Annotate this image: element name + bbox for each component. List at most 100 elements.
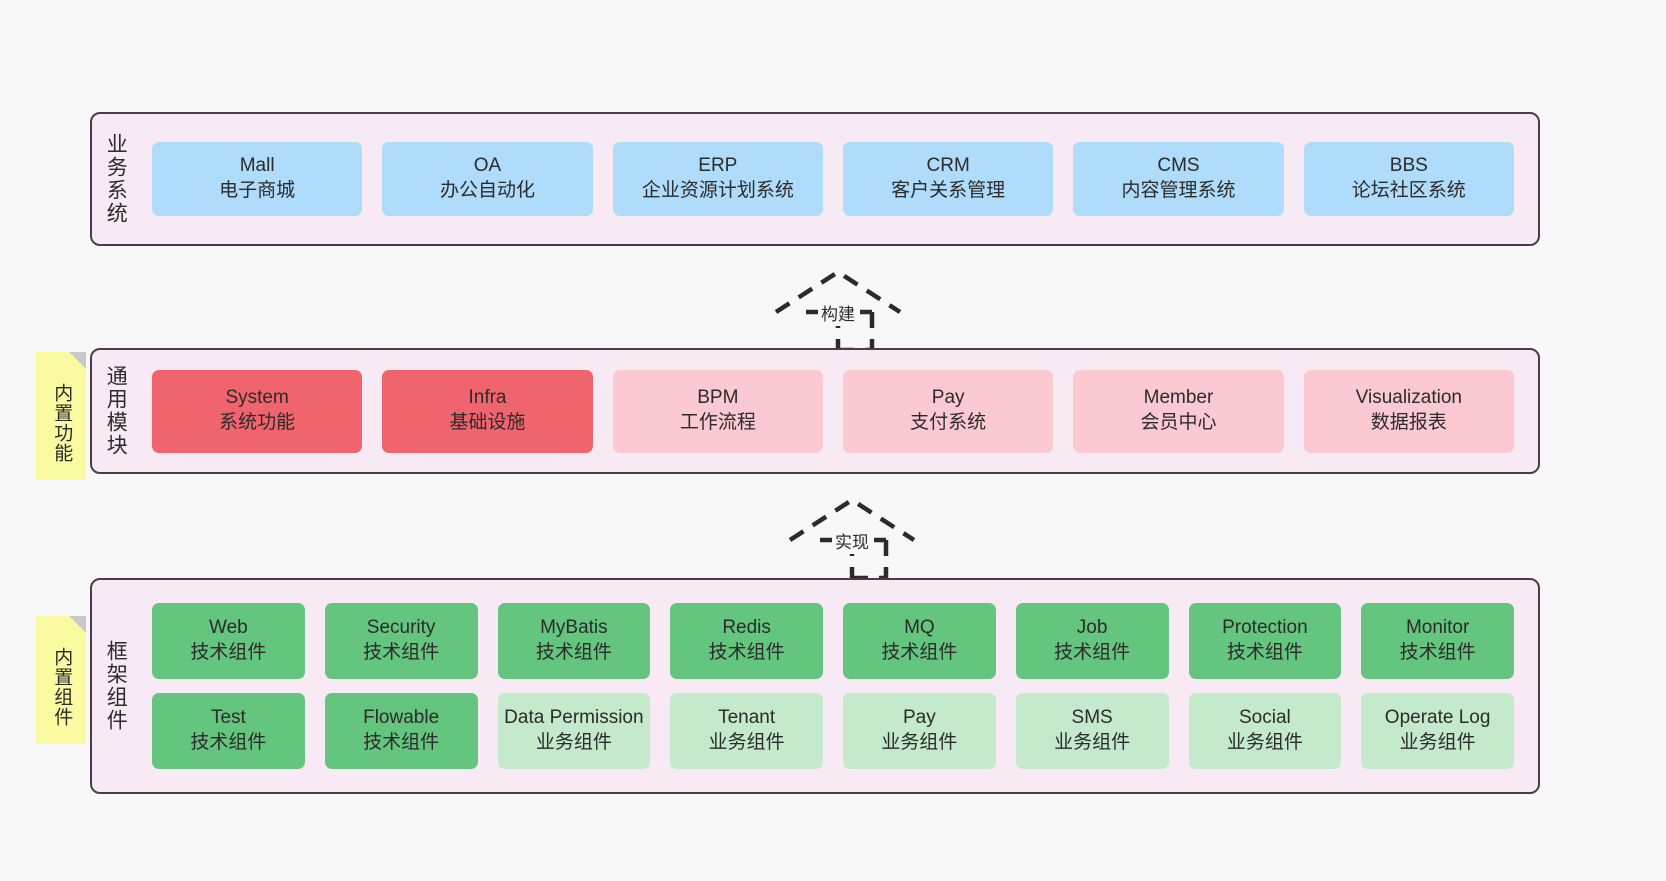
card-tenant-desc: 业务组件 [708,732,785,753]
framework-row-business: Test 技术组件 Flowable 技术组件 Data Permission … [142,693,1524,769]
card-mq-name: MQ [904,617,935,639]
layer-business-system-cards: Mall 电子商城 OA 办公自动化 ERP 企业资源计划系统 CRM 客户关系… [138,114,1538,244]
note-builtin-components: 内置组件 [36,616,86,744]
layer-common-module-cards: System 系统功能 Infra 基础设施 BPM 工作流程 Pay 支付系统… [138,350,1538,472]
card-security-desc: 技术组件 [363,642,440,663]
card-web-desc: 技术组件 [190,642,267,663]
card-pay-module-name: Pay [931,387,965,409]
connector-build-label: 构建 [818,299,858,326]
card-operate-log-name: Operate Log [1384,707,1491,729]
card-infra-name: Infra [468,387,507,409]
card-data-permission[interactable]: Data Permission 业务组件 [497,693,651,769]
note-fold-corner-icon [69,352,86,369]
card-job-desc: 技术组件 [1054,642,1131,663]
card-oa-desc: 办公自动化 [439,180,535,201]
card-erp-name: ERP [698,155,738,177]
card-web[interactable]: Web 技术组件 [152,603,305,679]
card-bbs-desc: 论坛社区系统 [1351,180,1466,201]
card-social[interactable]: Social 业务组件 [1188,693,1342,769]
connector-build: 构建 [760,262,940,353]
note-builtin-features: 内置功能 [36,352,86,480]
card-operate-log[interactable]: Operate Log 业务组件 [1361,693,1514,769]
card-security-name: Security [366,617,436,639]
framework-row-technical: Web 技术组件 Security 技术组件 MyBatis 技术组件 Redi… [142,603,1524,679]
card-infra[interactable]: Infra 基础设施 [382,369,593,453]
card-social-name: Social [1239,707,1291,729]
card-tenant-name: Tenant [718,707,776,729]
layer-business-system: 业务系统 Mall 电子商城 OA 办公自动化 ERP 企业资源计划系统 CRM… [90,112,1540,246]
layer-framework-component: 框架组件 Web 技术组件 Security 技术组件 MyBatis 技术组件… [90,578,1540,794]
note-fold-corner-icon [69,616,86,633]
card-visualization-name: Visualization [1355,387,1462,409]
card-flowable[interactable]: Flowable 技术组件 [324,693,478,769]
card-redis-name: Redis [722,617,771,639]
card-cms-desc: 内容管理系统 [1121,180,1236,201]
card-pay-component-name: Pay [903,707,936,729]
card-erp-desc: 企业资源计划系统 [641,180,794,201]
layer-common-module: 通用模块 System 系统功能 Infra 基础设施 BPM 工作流程 Pay… [90,348,1540,474]
card-system[interactable]: System 系统功能 [152,369,363,453]
card-protection[interactable]: Protection 技术组件 [1188,603,1342,679]
card-mybatis[interactable]: MyBatis 技术组件 [497,603,651,679]
layer-business-system-title: 业务系统 [104,133,128,225]
card-pay-module-desc: 支付系统 [910,412,987,433]
card-test[interactable]: Test 技术组件 [152,693,305,769]
card-bpm-name: BPM [697,387,739,409]
card-flowable-desc: 技术组件 [363,732,440,753]
card-mall-desc: 电子商城 [219,180,296,201]
card-pay-module[interactable]: Pay 支付系统 [842,369,1054,453]
card-oa[interactable]: OA 办公自动化 [382,142,593,216]
card-crm-name: CRM [926,155,970,177]
card-system-desc: 系统功能 [219,412,296,433]
card-data-permission-name: Data Permission [504,707,644,729]
card-security[interactable]: Security 技术组件 [324,603,478,679]
card-pay-component-desc: 业务组件 [881,732,958,753]
connector-implement-label: 实现 [832,527,872,554]
card-member-name: Member [1143,387,1214,409]
layer-framework-component-grid: Web 技术组件 Security 技术组件 MyBatis 技术组件 Redi… [138,580,1538,792]
card-bbs[interactable]: BBS 论坛社区系统 [1303,142,1514,216]
card-system-name: System [225,387,289,409]
card-sms-name: SMS [1071,707,1113,729]
card-visualization-desc: 数据报表 [1370,412,1447,433]
card-flowable-name: Flowable [363,707,440,729]
card-monitor[interactable]: Monitor 技术组件 [1361,603,1514,679]
card-bpm-desc: 工作流程 [679,412,756,433]
card-monitor-name: Monitor [1405,617,1470,639]
card-test-name: Test [210,707,246,729]
card-mall[interactable]: Mall 电子商城 [152,142,363,216]
card-erp[interactable]: ERP 企业资源计划系统 [612,142,823,216]
card-test-desc: 技术组件 [190,732,267,753]
note-builtin-components-text: 内置组件 [51,647,73,727]
card-mybatis-desc: 技术组件 [535,642,612,663]
card-pay-component[interactable]: Pay 业务组件 [843,693,996,769]
card-job-name: Job [1076,617,1108,639]
note-builtin-features-text: 内置功能 [51,383,73,463]
card-redis-desc: 技术组件 [708,642,785,663]
card-crm[interactable]: CRM 客户关系管理 [842,142,1054,216]
card-cms[interactable]: CMS 内容管理系统 [1073,142,1284,216]
card-tenant[interactable]: Tenant 业务组件 [670,693,823,769]
card-social-desc: 业务组件 [1226,732,1303,753]
card-sms[interactable]: SMS 业务组件 [1015,693,1169,769]
card-bpm[interactable]: BPM 工作流程 [612,369,823,453]
card-data-permission-desc: 业务组件 [535,732,612,753]
card-web-name: Web [209,617,248,639]
card-mq-desc: 技术组件 [881,642,958,663]
card-mall-name: Mall [239,155,275,177]
card-member[interactable]: Member 会员中心 [1073,369,1284,453]
card-mq[interactable]: MQ 技术组件 [843,603,996,679]
card-protection-desc: 技术组件 [1226,642,1303,663]
layer-framework-component-title: 框架组件 [104,640,128,732]
card-member-desc: 会员中心 [1140,412,1217,433]
card-mybatis-name: MyBatis [540,617,608,639]
card-job[interactable]: Job 技术组件 [1015,603,1169,679]
card-visualization[interactable]: Visualization 数据报表 [1303,369,1514,453]
card-cms-name: CMS [1157,155,1200,177]
card-sms-desc: 业务组件 [1054,732,1131,753]
card-oa-name: OA [473,155,502,177]
card-protection-name: Protection [1222,617,1308,639]
card-redis[interactable]: Redis 技术组件 [670,603,823,679]
card-crm-desc: 客户关系管理 [891,180,1006,201]
